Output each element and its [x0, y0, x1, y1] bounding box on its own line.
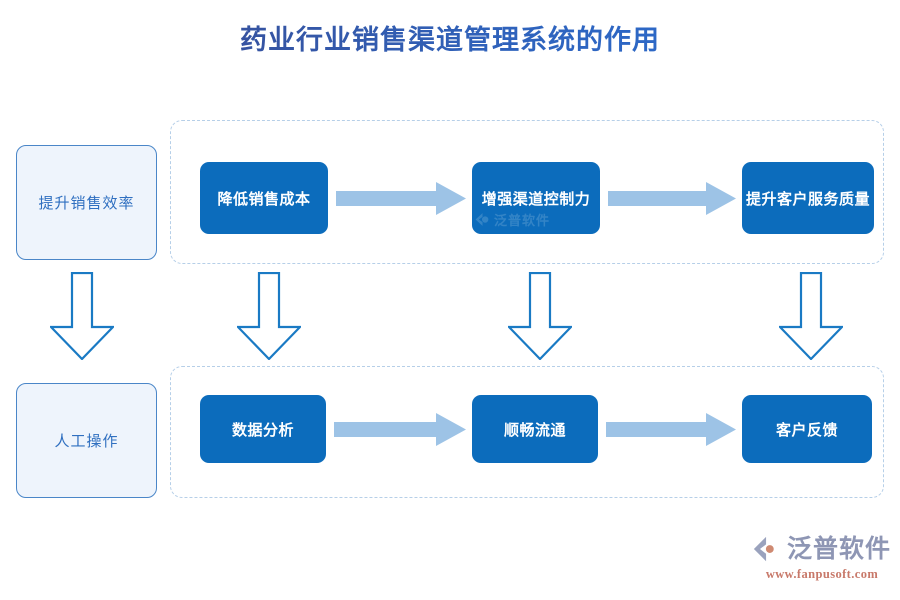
fanpu-logo-icon [753, 536, 777, 562]
process-box-enhance-channel-control[interactable]: 增强渠道控制力 [472, 162, 600, 234]
process-box-reduce-sales-cost-label: 降低销售成本 [217, 190, 311, 208]
arrow-down-icon [237, 272, 301, 360]
process-box-improve-customer-service-label: 提升客户服务质量 [745, 190, 870, 208]
process-box-smooth-circulation[interactable]: 顺畅流通 [472, 395, 598, 463]
stage-improve-efficiency-label: 提升销售效率 [38, 195, 135, 212]
brand-name: 泛普软件 [787, 534, 892, 563]
arrow-down-icon [779, 272, 843, 360]
process-box-customer-feedback[interactable]: 客户反馈 [742, 395, 872, 463]
page-title: 药业行业销售渠道管理系统的作用 [0, 18, 900, 57]
process-box-reduce-sales-cost[interactable]: 降低销售成本 [200, 162, 328, 234]
process-box-smooth-circulation-label: 顺畅流通 [503, 421, 566, 439]
brand-url: www.fanpusoft.com [765, 567, 879, 581]
brand-watermark: 泛普软件 www.fanpusoft.com [752, 534, 892, 590]
stage-improve-efficiency[interactable]: 提升销售效率 [16, 145, 157, 260]
arrow-right-icon [606, 413, 736, 446]
stage-manual-operation[interactable]: 人工操作 [16, 383, 157, 498]
process-box-enhance-channel-control-label: 增强渠道控制力 [481, 190, 591, 208]
process-box-customer-feedback-label: 客户反馈 [775, 421, 838, 439]
process-box-improve-customer-service[interactable]: 提升客户服务质量 [742, 162, 874, 234]
arrow-right-icon [608, 182, 736, 215]
arrow-down-icon [50, 272, 114, 360]
process-box-data-analysis-label: 数据分析 [231, 421, 294, 439]
bottom-flow-group [170, 366, 884, 498]
arrow-right-icon [336, 182, 466, 215]
top-flow-group [170, 120, 884, 264]
arrow-right-icon [334, 413, 466, 446]
stage-manual-operation-label: 人工操作 [54, 433, 119, 450]
arrow-down-icon [508, 272, 572, 360]
process-box-data-analysis[interactable]: 数据分析 [200, 395, 326, 463]
